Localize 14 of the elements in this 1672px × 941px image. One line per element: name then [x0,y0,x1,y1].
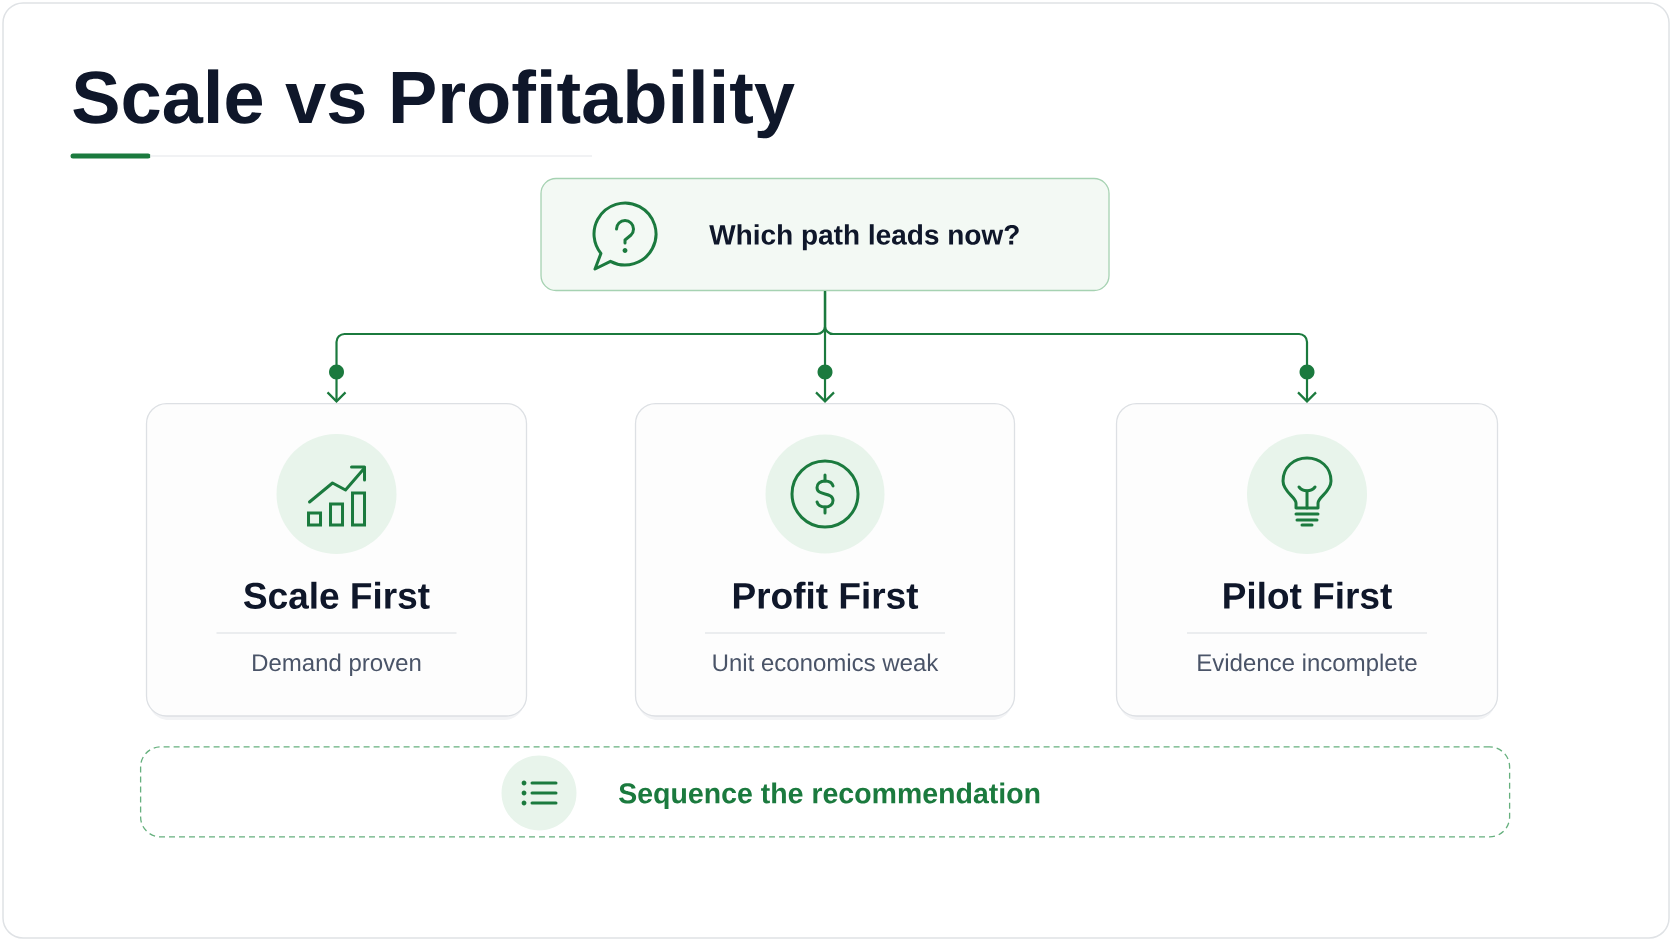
card-subtitle: Evidence incomplete [1198,653,1417,676]
card-title: Pilot First [1224,581,1392,609]
dashed-banner [139,746,1511,838]
title: Scale vs Profitability [73,69,795,139]
card-subtitle: Demand proven [253,653,421,676]
option-card [1115,402,1499,720]
banner-text: Sequence the recommendation [619,782,1040,810]
question-box [540,177,1110,292]
box-heading: Which path leads now? [709,224,1019,251]
card-title: Profit First [733,581,919,609]
option-card [634,402,1016,720]
option-card [145,402,528,720]
card-title: Scale First [244,581,430,609]
card-subtitle: Unit economics weak [713,653,939,672]
